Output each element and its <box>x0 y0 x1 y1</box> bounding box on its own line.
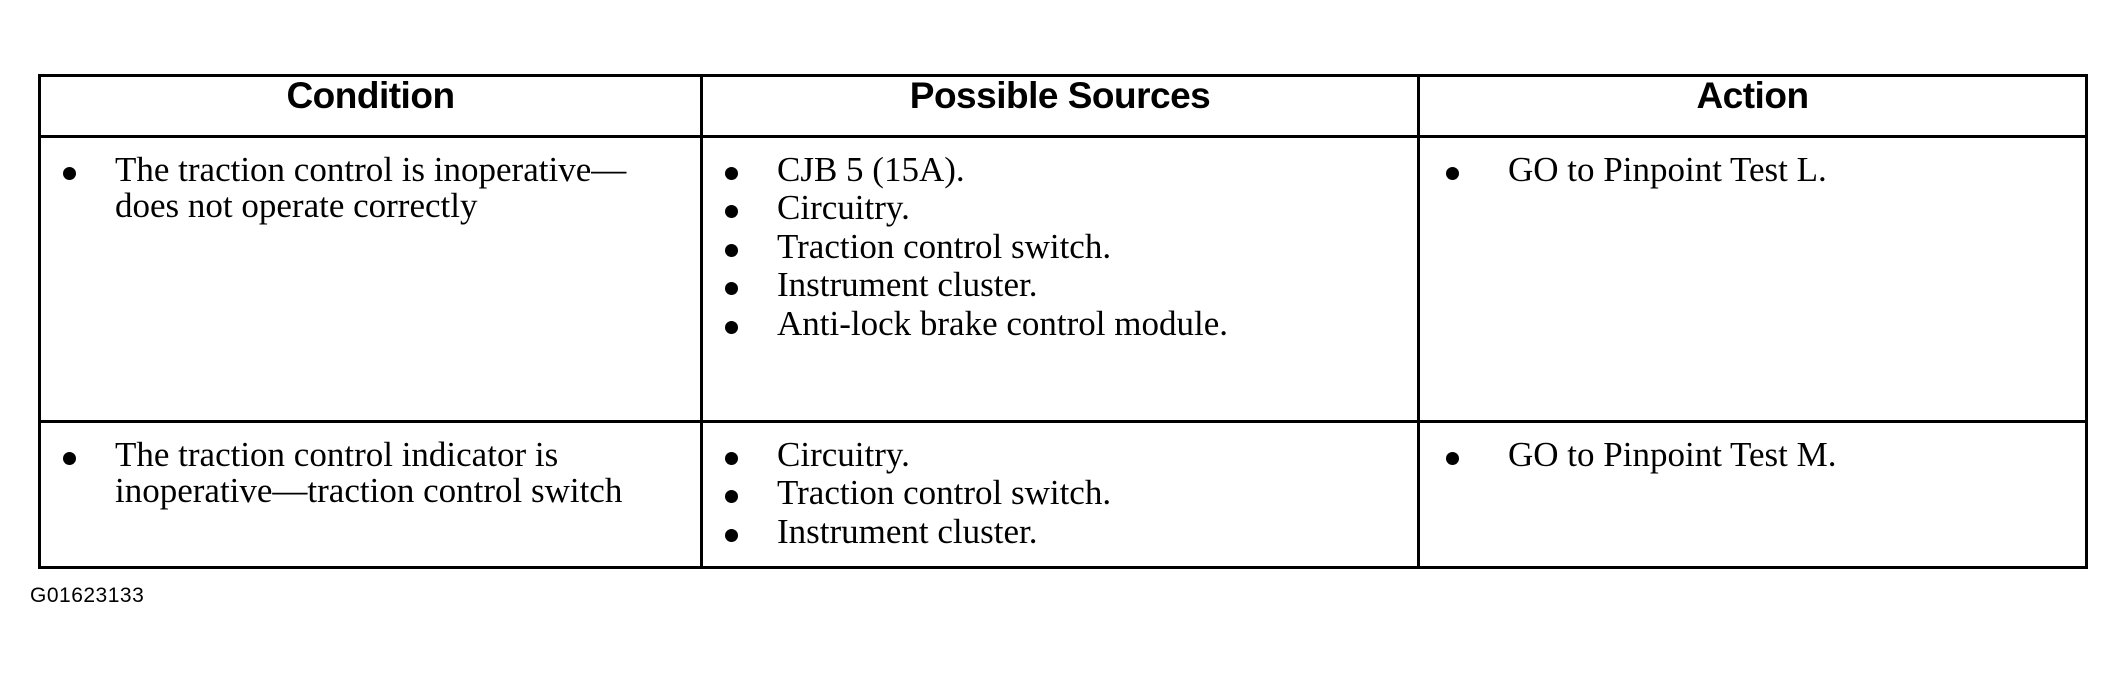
list-item: Traction control switch. <box>717 226 1403 266</box>
list-item-text: Circuitry. <box>777 188 910 228</box>
list-item-text: CJB 5 (15A). <box>777 150 965 189</box>
sources-list: CJB 5 (15A). Circuitry. Traction control… <box>703 138 1417 354</box>
bullet-icon <box>725 167 738 180</box>
cell-possible-sources: CJB 5 (15A). Circuitry. Traction control… <box>700 135 1420 423</box>
list-item-text: Instrument cluster. <box>777 265 1038 305</box>
list-item-text: Circuitry. <box>777 435 910 474</box>
figure-caption: G01623133 <box>30 584 145 607</box>
condition-list: The traction control indicator is inoper… <box>41 423 700 522</box>
bullet-icon <box>725 243 738 257</box>
cell-condition: The traction control indicator is inoper… <box>38 420 703 569</box>
list-item: Anti-lock brake control module. <box>717 303 1403 343</box>
diagnostic-table: Condition Possible Sources Action The tr… <box>38 74 2088 569</box>
bullet-icon <box>725 528 738 542</box>
bullet-icon <box>1446 167 1459 180</box>
list-item-text: GO to Pinpoint Test L. <box>1508 150 1827 189</box>
list-item: The traction control is inoperative—does… <box>55 150 686 226</box>
list-item: GO to Pinpoint Test M. <box>1438 435 2071 474</box>
list-item-text: Instrument cluster. <box>777 511 1038 551</box>
bullet-icon <box>725 490 738 504</box>
table-row: The traction control is inoperative—does… <box>38 135 2088 423</box>
list-item-text: Anti-lock brake control module. <box>777 303 1228 343</box>
cell-action: GO to Pinpoint Test L. <box>1417 135 2088 423</box>
list-item: GO to Pinpoint Test L. <box>1438 150 2071 189</box>
list-item: Instrument cluster. <box>717 511 1403 551</box>
table-row: The traction control indicator is inoper… <box>38 420 2088 569</box>
column-header-action: Action <box>1417 74 2088 138</box>
bullet-icon <box>725 282 738 296</box>
bullet-icon <box>63 167 76 180</box>
list-item-text: Traction control switch. <box>777 473 1112 513</box>
cell-condition: The traction control is inoperative—does… <box>38 135 703 423</box>
list-item-text: GO to Pinpoint Test M. <box>1508 435 1837 474</box>
bullet-icon <box>725 320 738 334</box>
bullet-icon <box>1446 452 1459 465</box>
list-item-text: The traction control is inoperative—does… <box>115 150 627 226</box>
table-header: Condition Possible Sources Action <box>38 74 2088 138</box>
list-item: Circuitry. <box>717 190 1403 226</box>
list-item-text: The traction control indicator is inoper… <box>115 435 623 511</box>
header-row: Condition Possible Sources Action <box>38 74 2088 138</box>
table-body: The traction control is inoperative—does… <box>38 135 2088 569</box>
list-item: CJB 5 (15A). <box>717 150 1403 189</box>
bullet-icon <box>63 452 76 465</box>
cell-action: GO to Pinpoint Test M. <box>1417 420 2088 569</box>
list-item: Traction control switch. <box>717 475 1403 511</box>
sources-list: Circuitry. Traction control switch. Inst… <box>703 423 1417 562</box>
list-item: Circuitry. <box>717 435 1403 474</box>
list-item: The traction control indicator is inoper… <box>55 435 686 511</box>
cell-possible-sources: Circuitry. Traction control switch. Inst… <box>700 420 1420 569</box>
list-item-text: Traction control switch. <box>777 226 1112 266</box>
action-list: GO to Pinpoint Test M. <box>1420 423 2085 485</box>
list-item: Instrument cluster. <box>717 265 1403 305</box>
condition-list: The traction control is inoperative—does… <box>41 138 700 237</box>
action-list: GO to Pinpoint Test L. <box>1420 138 2085 200</box>
bullet-icon <box>725 452 738 465</box>
column-header-possible-sources: Possible Sources <box>700 74 1420 138</box>
bullet-icon <box>725 205 738 219</box>
column-header-condition: Condition <box>38 74 703 138</box>
